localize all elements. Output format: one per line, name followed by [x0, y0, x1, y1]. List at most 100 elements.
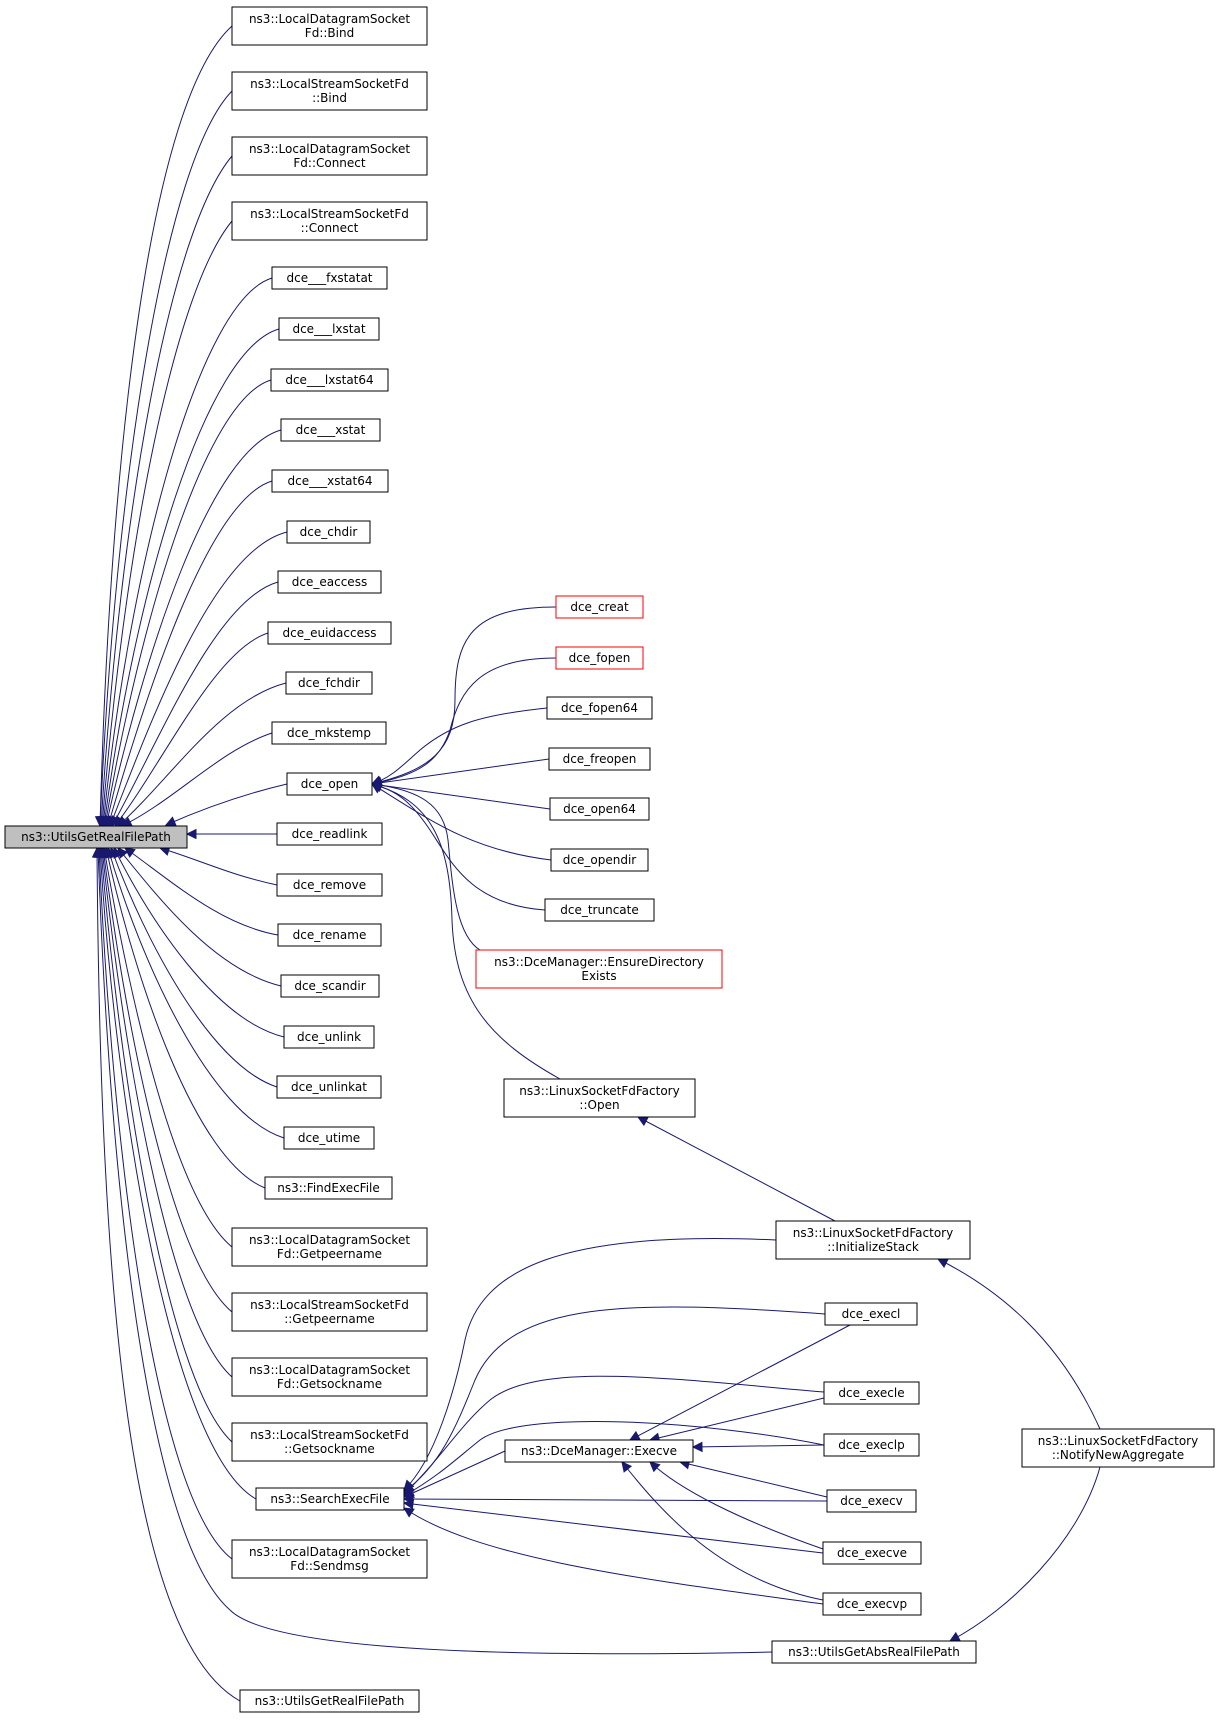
function-node-label: dce_fopen — [569, 651, 631, 665]
function-node-label: dce_open — [301, 777, 359, 791]
function-node[interactable]: dce_open — [286, 772, 373, 796]
arrow-head-icon — [649, 1461, 661, 1473]
function-node-label: Fd::Getpeername — [277, 1247, 382, 1261]
function-node[interactable]: ns3::DceManager::Execve — [504, 1439, 694, 1463]
function-node-label: dce_execvp — [837, 1597, 907, 1611]
function-node[interactable]: ns3::LocalStreamSocketFd::Getpeername — [231, 1292, 428, 1332]
function-node[interactable]: dce_execvp — [822, 1592, 922, 1616]
call-edge — [402, 1498, 824, 1554]
function-node[interactable]: dce___lxstat — [278, 317, 380, 341]
edges — [91, 25, 1101, 1702]
function-node-label: dce_fchdir — [298, 676, 360, 690]
root-function-node[interactable]: ns3::UtilsGetRealFilePath — [4, 825, 188, 849]
function-node-label: ns3::LinuxSocketFdFactory — [1038, 1434, 1198, 1448]
function-node[interactable]: dce_chdir — [286, 520, 371, 544]
arrow-head-icon — [91, 846, 103, 858]
arrow-head-icon — [691, 1441, 703, 1453]
function-node-label: dce___fxstatat — [287, 271, 373, 285]
function-node[interactable]: dce_open64 — [549, 797, 650, 821]
function-node-label: ns3::UtilsGetRealFilePath — [21, 830, 171, 844]
arrow-head-icon — [185, 828, 197, 840]
function-node[interactable]: ns3::UtilsGetAbsRealFilePath — [771, 1640, 977, 1664]
function-node[interactable]: dce_remove — [276, 873, 383, 897]
function-node-label: ns3::DceManager::EnsureDirectory — [494, 955, 704, 969]
function-node-label: ns3::DceManager::Execve — [521, 1444, 677, 1458]
nodes: ns3::UtilsGetRealFilePathns3::LocalDatag… — [4, 6, 1215, 1713]
call-edge — [101, 379, 272, 828]
function-node[interactable]: dce_truncate — [544, 898, 655, 922]
function-node-label: dce_unlink — [297, 1030, 361, 1044]
call-edge — [637, 1116, 836, 1222]
function-node[interactable]: ns3::FindExecFile — [264, 1176, 393, 1200]
function-node[interactable]: ns3::SearchExecFile — [255, 1487, 405, 1511]
function-node-label: ::NotifyNewAggregate — [1052, 1448, 1184, 1462]
function-node[interactable]: dce_execlp — [823, 1433, 920, 1457]
function-node[interactable]: dce___xstat64 — [271, 469, 389, 493]
function-node[interactable]: dce___xstat — [280, 418, 381, 442]
function-node[interactable]: dce_creat — [555, 595, 644, 619]
function-node-label: Exists — [581, 969, 616, 983]
function-node[interactable]: dce_opendir — [550, 848, 649, 872]
call-edge — [648, 1397, 825, 1443]
function-node-label: ns3::LocalDatagramSocket — [249, 1363, 410, 1377]
function-node[interactable]: ns3::LinuxSocketFdFactory::Open — [503, 1078, 696, 1118]
function-node-label: ::InitializeStack — [827, 1240, 919, 1254]
call-edge — [113, 847, 285, 1038]
function-node[interactable]: ns3::LocalStreamSocketFd::Getsockname — [231, 1422, 428, 1462]
function-node-label: ::Getpeername — [284, 1312, 375, 1326]
call-edge — [164, 783, 288, 827]
function-node-label: dce_execl — [842, 1307, 901, 1321]
function-node-label: ::Getsockname — [284, 1442, 375, 1456]
function-node[interactable]: ns3::LinuxSocketFdFactory::NotifyNewAggr… — [1021, 1428, 1215, 1468]
function-node[interactable]: dce___lxstat64 — [270, 368, 389, 392]
call-edge — [621, 1461, 824, 1601]
function-node-label: Fd::Bind — [305, 26, 354, 40]
call-edge — [370, 780, 481, 951]
call-edge — [109, 846, 278, 1088]
function-node[interactable]: dce_mkstemp — [271, 721, 387, 745]
function-node[interactable]: dce_unlink — [283, 1025, 375, 1049]
call-edge — [370, 657, 557, 788]
arrow-head-icon — [403, 1507, 415, 1518]
call-edge — [370, 606, 557, 787]
function-node[interactable]: dce_freopen — [548, 747, 651, 771]
function-node-label: dce___xstat — [296, 423, 366, 437]
function-node[interactable]: dce___fxstatat — [271, 266, 388, 290]
function-node[interactable]: ns3::LocalStreamSocketFd::Connect — [231, 201, 428, 241]
function-node-label: ns3::LocalStreamSocketFd — [250, 207, 409, 221]
arrow-head-icon — [164, 816, 177, 827]
function-node[interactable]: dce_fopen — [555, 646, 644, 670]
function-node[interactable]: dce_eaccess — [277, 570, 382, 594]
function-node[interactable]: dce_fchdir — [285, 671, 373, 695]
function-node[interactable]: ns3::UtilsGetRealFilePath — [239, 1689, 420, 1713]
function-node[interactable]: dce_fopen64 — [546, 696, 653, 720]
function-node[interactable]: dce_euidaccess — [267, 621, 392, 645]
call-edge — [105, 480, 273, 828]
call-edge — [403, 1375, 825, 1495]
function-node-label: ns3::LocalStreamSocketFd — [250, 1428, 409, 1442]
call-edge — [158, 845, 278, 886]
function-node[interactable]: dce_execl — [824, 1302, 918, 1326]
function-node[interactable]: dce_unlinkat — [276, 1075, 382, 1099]
function-node[interactable]: dce_execve — [822, 1541, 922, 1565]
function-node[interactable]: dce_readlink — [276, 822, 383, 846]
function-node-label: dce_creat — [570, 600, 629, 614]
arrow-head-icon — [949, 1631, 961, 1642]
function-node-label: ns3::UtilsGetAbsRealFilePath — [788, 1645, 960, 1659]
function-node-label: dce_chdir — [300, 525, 358, 539]
function-node[interactable]: ns3::LinuxSocketFdFactory::InitializeSta… — [775, 1220, 971, 1260]
function-node[interactable]: dce_utime — [283, 1126, 375, 1150]
call-edge — [98, 846, 233, 1313]
function-node[interactable]: dce_execv — [826, 1489, 917, 1513]
function-node[interactable]: ns3::LocalStreamSocketFd::Bind — [231, 71, 428, 111]
function-node[interactable]: dce_rename — [277, 923, 382, 947]
function-node[interactable]: dce_execle — [823, 1381, 920, 1405]
function-node[interactable]: dce_scandir — [280, 974, 380, 998]
function-node-label: Fd::Connect — [293, 156, 366, 170]
